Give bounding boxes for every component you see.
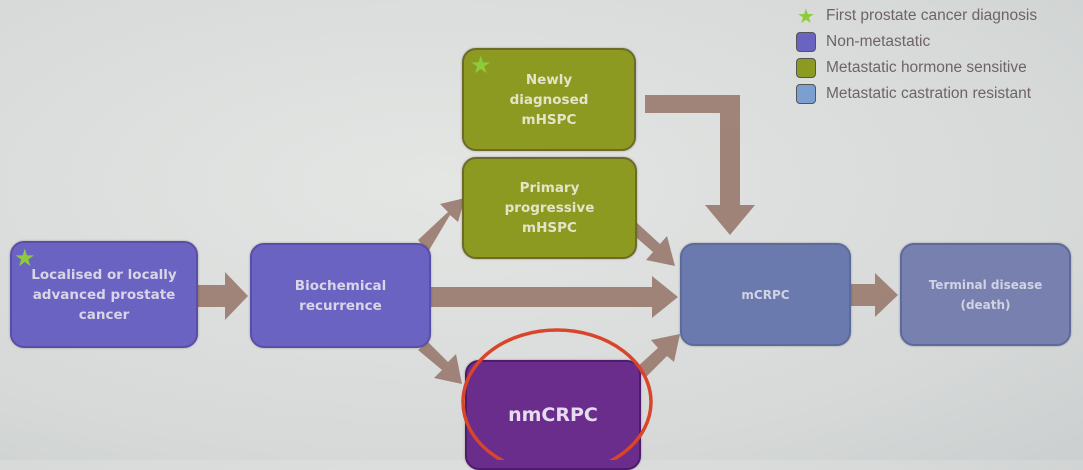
node-biochemical: Biochemical recurrence bbox=[250, 243, 431, 348]
star-icon: ★ bbox=[14, 244, 36, 272]
node-newly-diagnosed: Newly diagnosed mHSPC bbox=[462, 48, 636, 151]
legend: ★ First prostate cancer diagnosis Non-me… bbox=[796, 4, 1037, 108]
arrow-primary-mcrpc bbox=[630, 222, 675, 266]
node-localised: Localised or locally advanced prostate c… bbox=[10, 241, 198, 348]
legend-item-mcr: Metastatic castration resistant bbox=[796, 82, 1037, 106]
legend-item-non-metastatic: Non-metastatic bbox=[796, 30, 1037, 54]
node-mcrpc: mCRPC bbox=[680, 243, 851, 346]
arrow-biochemical-mcrpc bbox=[430, 276, 678, 318]
swatch-metastatic-hormone-sensitive bbox=[796, 58, 816, 78]
swatch-metastatic-castration-resistant bbox=[796, 84, 816, 104]
legend-item-first-diagnosis: ★ First prostate cancer diagnosis bbox=[797, 5, 1038, 28]
arrow-nmcrpc-mcrpc bbox=[636, 334, 680, 378]
flow-arrows bbox=[197, 95, 898, 384]
node-terminal: Terminal disease (death) bbox=[900, 243, 1071, 346]
highlight-circle bbox=[461, 328, 653, 460]
star-icon: ★ bbox=[470, 51, 492, 79]
star-icon: ★ bbox=[797, 5, 815, 28]
arrow-biochemical-primary bbox=[418, 198, 465, 252]
arrow-localised-biochemical bbox=[197, 272, 248, 320]
arrow-biochemical-nmcrpc bbox=[418, 342, 462, 384]
arrow-newly-mcrpc bbox=[645, 95, 755, 235]
node-primary-progressive: Primary progressive mHSPC bbox=[462, 157, 637, 259]
legend-item-mhs: Metastatic hormone sensitive bbox=[796, 56, 1037, 80]
swatch-non-metastatic bbox=[796, 32, 816, 52]
arrow-mcrpc-terminal bbox=[850, 273, 898, 317]
